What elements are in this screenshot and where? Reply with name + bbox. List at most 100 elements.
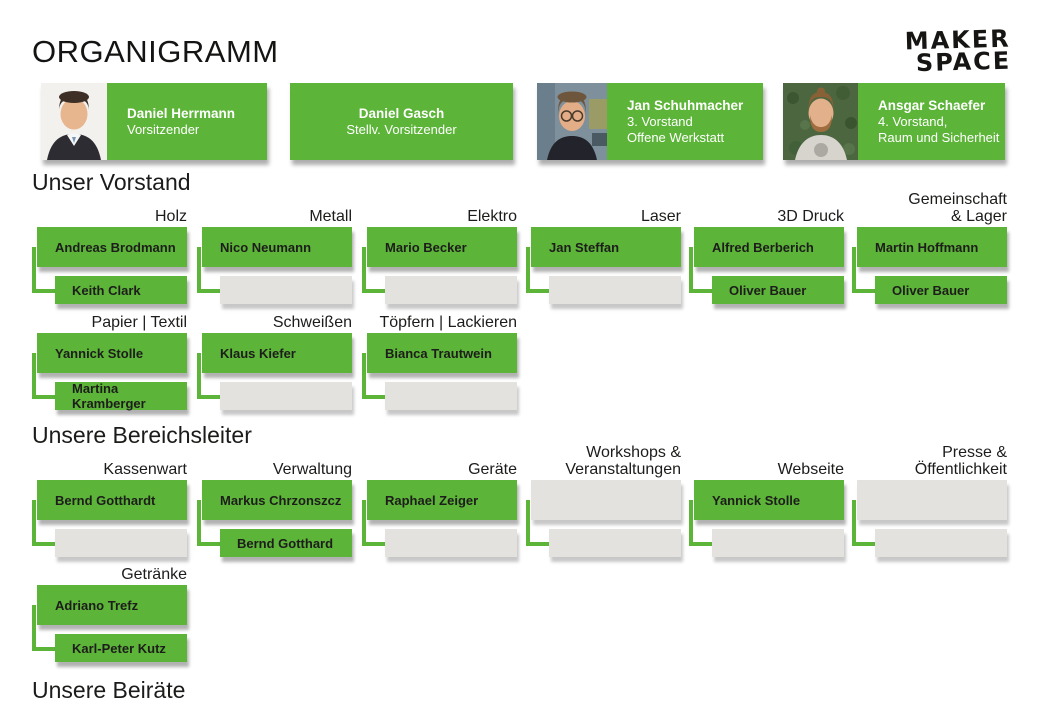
deputy-name: Karl-Peter Kutz [72,640,166,656]
connector-line [32,353,56,399]
deputy-box [712,529,844,557]
org-unit-holz: Holz Andreas Brodmann Keith Clark [32,208,187,304]
section-label-line: 3D Druck [777,208,844,225]
deputy-box [220,276,352,304]
section-label: Verwaltung [273,461,352,478]
section-label: Töpfern | Lackieren [379,314,517,331]
lead-name: Adriano Trefz [55,597,139,613]
deputy-box: Keith Clark [55,276,187,304]
org-unit-getraenke: Getränke Adriano Trefz Karl-Peter Kutz [32,566,187,662]
org-unit-verwaltung: Verwaltung Markus Chrzonszcz Bernd Gotth… [197,461,352,557]
section-label: Geräte [468,461,517,478]
lead-name: Mario Becker [385,239,467,255]
org-unit-elektro: Elektro Mario Becker [362,208,517,304]
section-label: Holz [155,208,187,225]
section-label-line: Presse & [942,444,1007,461]
org-unit-presse-oeffentlichkeit: Presse & Öffentlichkeit [852,444,1007,557]
lead-box: Jan Steffan [531,227,681,267]
section-label: Workshops & Veranstaltungen [565,444,681,478]
lead-name: Jan Steffan [549,239,620,255]
connector-line [32,247,56,293]
connector-line [362,500,386,546]
section-label-line: Verwaltung [272,461,352,478]
org-unit-workshops-veranstaltungen: Workshops & Veranstaltungen [526,444,681,557]
connector-line [362,353,386,399]
member-name: Jan Schuhmacher [627,97,744,113]
org-unit-kassenwart: Kassenwart Bernd Gotthardt [32,461,187,557]
lead-name: Nico Neumann [220,239,312,255]
deputy-name: Bernd Gotthard [237,535,334,551]
deputy-box: Bernd Gotthard [220,529,352,557]
lead-box: Raphael Zeiger [367,480,517,520]
section-label: Presse & Öffentlichkeit [915,444,1007,478]
member-photo [41,83,107,160]
deputy-box [385,382,517,410]
org-unit-webseite: Webseite Yannick Stolle [689,461,844,557]
lead-name: Bianca Trautwein [385,345,492,361]
deputy-box [875,529,1007,557]
section-label-line: Papier | Textil [91,314,187,331]
deputy-name: Martina Kramberger [72,381,146,411]
org-unit-geraete: Geräte Raphael Zeiger [362,461,517,557]
section-label-line: Laser [640,208,681,225]
deputy-name: Oliver Bauer [892,282,970,298]
section-label: Papier | Textil [92,314,187,331]
lead-box: Bianca Trautwein [367,333,517,373]
section-label-line: Webseite [777,461,844,478]
deputy-box [55,529,187,557]
member-info: Ansgar Schaefer 4. Vorstand, Raum und Si… [858,83,1005,160]
heading-bereichsleiter: Unsere Bereichsleiter [32,422,252,448]
deputy-box [220,382,352,410]
member-info: Jan Schuhmacher 3. Vorstand Offene Werks… [607,83,763,160]
org-unit-laser: Laser Jan Steffan [526,208,681,304]
board-card-vierter-vorstand: Ansgar Schaefer 4. Vorstand, Raum und Si… [783,83,1005,160]
member-role: 3. Vorstand [627,113,693,129]
section-label: Laser [641,208,681,225]
lead-name: Martin Hoffmann [875,239,979,255]
lead-name: Klaus Kiefer [220,345,296,361]
section-label-line: Kassenwart [103,461,187,478]
member-photo [783,83,858,160]
lead-box [857,480,1007,520]
connector-line [197,353,221,399]
section-label-line: Gemeinschaft [908,191,1007,208]
deputy-box [549,529,681,557]
lead-box: Mario Becker [367,227,517,267]
section-label-line: Workshops & [586,444,681,461]
heading-beiraete: Unsere Beiräte [32,677,186,703]
member-name: Ansgar Schaefer [878,97,986,113]
lead-box: Martin Hoffmann [857,227,1007,267]
board-card-dritter-vorstand: Jan Schuhmacher 3. Vorstand Offene Werks… [537,83,763,160]
org-unit-gemeinschaft-lager: Gemeinschaft & Lager Martin Hoffmann Oli… [852,191,1007,304]
makerspace-logo: MAKER SPACE [904,25,1011,77]
lead-name: Yannick Stolle [55,345,144,361]
heading-vorstand: Unser Vorstand [32,169,191,195]
connector-line [689,247,713,293]
section-label: Getränke [121,566,187,583]
org-unit-metall: Metall Nico Neumann [197,208,352,304]
lead-box: Andreas Brodmann [37,227,187,267]
member-role: Vorsitzender [127,121,200,137]
lead-box: Yannick Stolle [694,480,844,520]
deputy-name: Keith Clark [72,282,141,298]
org-unit-toepfern-lackieren: Töpfern | Lackieren Bianca Trautwein [362,314,517,410]
portrait-man-beard-icon [783,83,858,160]
lead-box: Nico Neumann [202,227,352,267]
section-label-line: Veranstaltungen [565,461,681,478]
lead-box: Adriano Trefz [37,585,187,625]
org-unit-schweissen: Schweißen Klaus Kiefer [197,314,352,410]
portrait-man-suit-icon [41,83,107,160]
lead-box: Yannick Stolle [37,333,187,373]
lead-name: Raphael Zeiger [385,492,479,508]
section-label-line: Holz [154,208,187,225]
member-role2: Offene Werkstatt [627,129,725,145]
connector-line [197,247,221,293]
connector-line [362,247,386,293]
connector-line [852,500,876,546]
section-label-line: Töpfern | Lackieren [379,314,517,331]
section-label: Metall [309,208,352,225]
lead-name: Bernd Gotthardt [55,492,156,508]
deputy-box: Oliver Bauer [712,276,844,304]
page-title: ORGANIGRAMM [32,34,279,69]
org-unit-3d-druck: 3D Druck Alfred Berberich Oliver Bauer [689,208,844,304]
